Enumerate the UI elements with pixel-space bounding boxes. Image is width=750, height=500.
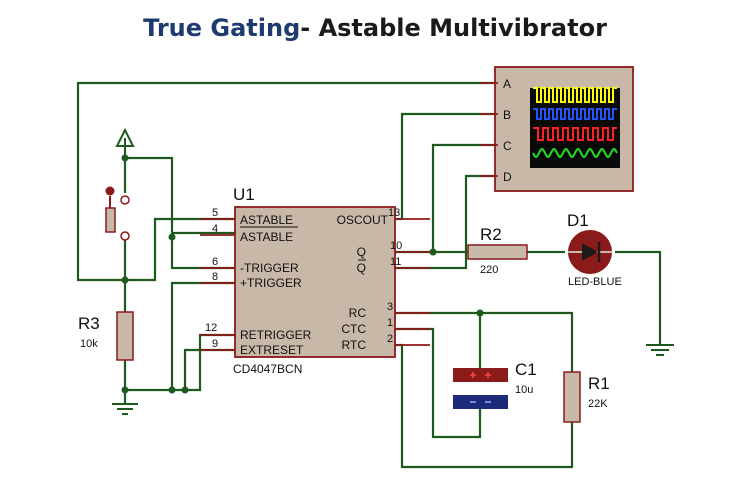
- pin-num: 11: [390, 256, 401, 268]
- scope-channel-b: B: [503, 108, 511, 122]
- supply-arrow: [115, 127, 135, 150]
- pin-num: 4: [212, 223, 218, 235]
- oscilloscope: [480, 66, 634, 192]
- pin-name: RC: [349, 306, 367, 320]
- pin-name: CTC: [341, 322, 366, 336]
- pin-num: 9: [212, 338, 218, 350]
- led-d1: [568, 230, 612, 274]
- r1-value: 22K: [588, 398, 608, 410]
- r3-body: [116, 311, 134, 361]
- wire-vdd-astable: [125, 156, 235, 235]
- r2-body: [467, 244, 528, 260]
- pin-name: Q: [357, 261, 366, 275]
- r1-ref: R1: [588, 374, 610, 393]
- pin-num: 1: [387, 317, 393, 329]
- pin-num: 5: [212, 207, 218, 219]
- wire-q-scope-c: [431, 143, 498, 252]
- title-accent: True Gating: [143, 14, 301, 42]
- d1-value: LED-BLUE: [568, 276, 622, 288]
- scope-trace-b: [533, 108, 617, 120]
- wire-astable-button: [125, 217, 235, 282]
- pin-num: 13: [388, 207, 400, 219]
- pin-name: -TRIGGER: [240, 261, 299, 275]
- c1-ref: C1: [515, 360, 537, 379]
- wire-rc-r1: [395, 311, 574, 372]
- pin-name: ASTABLE: [240, 230, 293, 244]
- pin-num: 12: [205, 322, 217, 334]
- scope-channel-a: A: [503, 77, 511, 91]
- junctions: [121, 154, 484, 394]
- ground-symbol-left: [112, 403, 138, 415]
- pin-name: ASTABLE: [240, 213, 293, 227]
- wire-gnd-extreset: [183, 348, 235, 390]
- wire-gnd-retrigger: [125, 333, 235, 392]
- ground-symbol-right: [646, 344, 674, 356]
- pin-name: RTC: [342, 338, 367, 352]
- r3-ref: R3: [78, 314, 100, 333]
- scope-trace-a: [533, 87, 617, 103]
- diagram-title: True Gating- Astable Multivibrator: [0, 14, 750, 42]
- r2-ref: R2: [480, 225, 502, 244]
- scope-channel-d: D: [503, 170, 512, 184]
- d1-ref: D1: [567, 211, 589, 230]
- pin-name: +TRIGGER: [240, 276, 302, 290]
- wire-astable-neg-trigger: [170, 237, 235, 270]
- wire-gnd-trigger: [170, 281, 235, 390]
- r2-value: 220: [480, 264, 498, 276]
- push-button: [105, 186, 130, 241]
- c1-value: 10u: [515, 384, 533, 396]
- r1-body: [563, 371, 581, 423]
- u1-part: CD4047BCN: [233, 362, 302, 376]
- pin-name: Q: [357, 245, 366, 259]
- pin-num: 6: [212, 256, 218, 268]
- wire-led-gnd: [615, 250, 662, 345]
- pin-name: OSCOUT: [337, 213, 389, 227]
- capacitor-c1: [453, 365, 508, 412]
- wire-scope-a: [76, 81, 498, 282]
- pin-name: RETRIGGER: [240, 328, 312, 342]
- u1-ref: U1: [233, 185, 255, 204]
- wire-oscout-scope-b: [395, 112, 498, 221]
- r3-value: 10k: [80, 338, 98, 350]
- pin-num: 3: [387, 301, 393, 313]
- pin-name: EXTRESET: [240, 343, 304, 357]
- scope-traces: [532, 87, 618, 159]
- pin-num: 10: [390, 240, 402, 252]
- ic-u1: [200, 206, 430, 358]
- title-rest: - Astable Multivibrator: [300, 14, 607, 42]
- scope-channel-c: C: [503, 139, 512, 153]
- pin-num: 8: [212, 271, 218, 283]
- pin-num: 2: [387, 333, 393, 345]
- scope-trace-d: [532, 147, 618, 159]
- scope-trace-c: [533, 127, 617, 141]
